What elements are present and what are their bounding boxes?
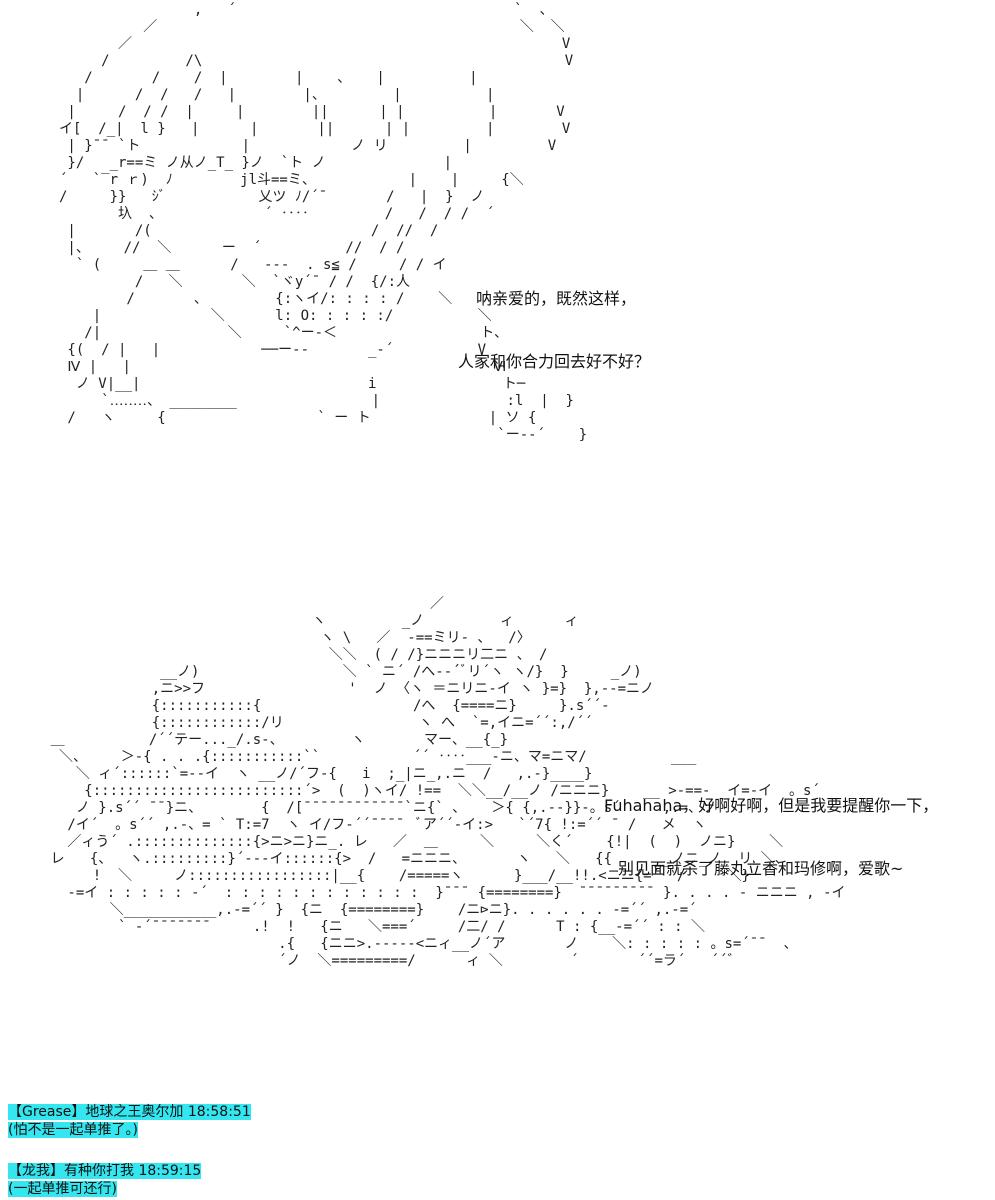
chat-message: (怕不是一起单推了。) — [8, 1122, 138, 1138]
dialogue-line: 人家和你合力回去好不好？ — [458, 352, 651, 371]
chat-header: 【Grease】地球之王奥尔加 18:58:51 — [8, 1103, 251, 1121]
dialogue-bubble-bottom: Fuhahaha，好啊好啊，但是我要提醒你一下， 别见面就杀了藤丸立香和玛修啊，… — [604, 753, 938, 900]
chat-message-line: (怕不是一起单推了。) — [8, 1121, 251, 1139]
chat-author: 【Grease】地球之王奥尔加 — [8, 1104, 184, 1120]
chat-time: 18:59:15 — [138, 1163, 202, 1179]
chat-header: 【龙我】有种你打我 18:59:15 — [8, 1162, 202, 1180]
ascii-art-battle-scene: ／ ヽ _ノ ィ ィ ヽ \ ／ -==ミリ‐ 、 /〉 ＼＼ ( / /}ニニ… — [50, 596, 846, 969]
ascii-art-character: , ´ ` 、 ／ ＼ ＼ ／ V / / — [59, 2, 588, 443]
chat-comment: 【龙我】有种你打我 18:59:15 (一起单推可还行) — [8, 1162, 202, 1198]
dialogue-bubble-top: 呐亲爱的，既然这样， 人家和你合力回去好不好？ — [458, 246, 650, 393]
dialogue-line: Fuhahaha，好啊好啊，但是我要提醒你一下， — [604, 796, 939, 815]
chat-author: 【龙我】有种你打我 — [8, 1163, 134, 1179]
dialogue-line: 呐亲爱的，既然这样， — [476, 289, 637, 308]
chat-time: 18:58:51 — [187, 1104, 251, 1120]
dialogue-line: 别见面就杀了藤丸立香和玛修啊，爱歌~ — [618, 859, 904, 878]
chat-comment: 【Grease】地球之王奥尔加 18:58:51 (怕不是一起单推了。) — [8, 1103, 251, 1139]
chat-message: (一起单推可还行) — [8, 1181, 117, 1197]
chat-message-line: (一起单推可还行) — [8, 1180, 201, 1198]
